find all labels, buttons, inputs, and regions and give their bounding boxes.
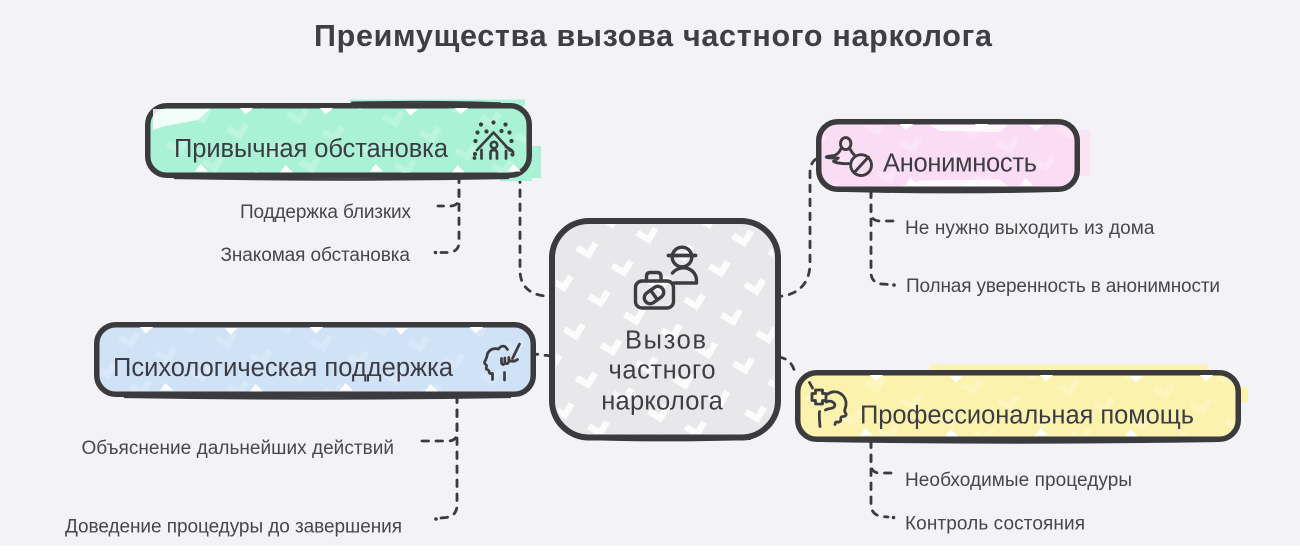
svg-text:Вызов: Вызов xyxy=(625,327,706,355)
svg-text:Доведение процедуры до заверше: Доведение процедуры до завершения xyxy=(65,517,402,538)
svg-text:Необходимые процедуры: Необходимые процедуры xyxy=(905,470,1132,491)
svg-text:частного: частного xyxy=(609,357,716,385)
svg-text:Профессиональная помощь: Профессиональная помощь xyxy=(860,402,1194,430)
svg-text:Психологическая поддержка: Психологическая поддержка xyxy=(113,354,454,382)
svg-text:Полная уверенность в анонимнос: Полная уверенность в анонимности xyxy=(906,276,1220,297)
svg-text:Привычная обстановка: Привычная обстановка xyxy=(174,135,449,163)
svg-text:Не нужно выходить из дома: Не нужно выходить из дома xyxy=(905,218,1155,239)
svg-text:Преимущества вызова частного н: Преимущества вызова частного нарколога xyxy=(314,19,993,53)
svg-text:Объяснение дальнейших действий: Объяснение дальнейших действий xyxy=(82,438,395,459)
svg-text:нарколога: нарколога xyxy=(601,388,723,416)
svg-text:Поддержка близких: Поддержка близких xyxy=(240,202,412,223)
svg-text:Знакомая обстановка: Знакомая обстановка xyxy=(221,245,411,266)
svg-text:Анонимность: Анонимность xyxy=(883,150,1037,178)
svg-text:Контроль состояния: Контроль состояния xyxy=(905,514,1085,535)
